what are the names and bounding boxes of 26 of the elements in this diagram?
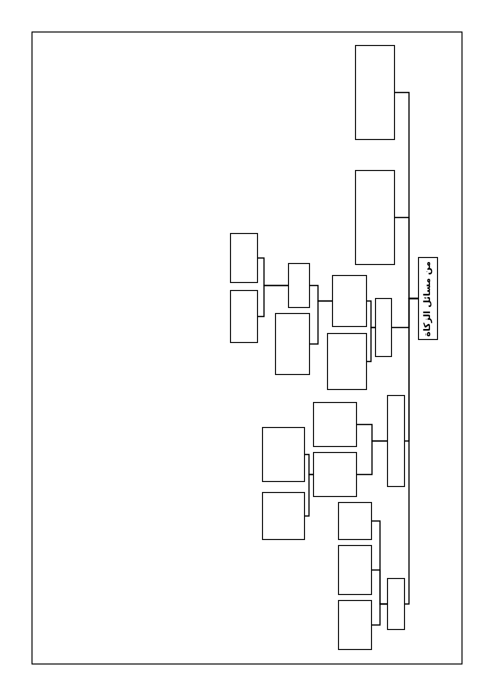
box	[355, 170, 395, 265]
box	[275, 313, 310, 375]
connector-line	[405, 298, 418, 605]
box	[313, 452, 357, 497]
box	[262, 492, 305, 540]
connector-line	[258, 284, 288, 318]
title-box: من مسائل الزكاة	[418, 257, 438, 340]
box	[230, 290, 258, 343]
box	[375, 298, 392, 357]
box	[338, 600, 372, 650]
box	[332, 275, 367, 327]
box	[288, 263, 310, 308]
box	[230, 233, 258, 283]
connector-line	[310, 300, 332, 345]
box	[338, 545, 372, 595]
connector-line	[367, 326, 375, 362]
box	[262, 427, 305, 482]
connector-line	[305, 474, 313, 517]
box	[338, 502, 372, 540]
box	[327, 333, 367, 390]
connector-line	[372, 603, 387, 626]
box	[387, 395, 405, 487]
connector-line	[357, 440, 387, 476]
box	[313, 402, 357, 447]
box	[387, 578, 405, 630]
box	[355, 45, 395, 140]
